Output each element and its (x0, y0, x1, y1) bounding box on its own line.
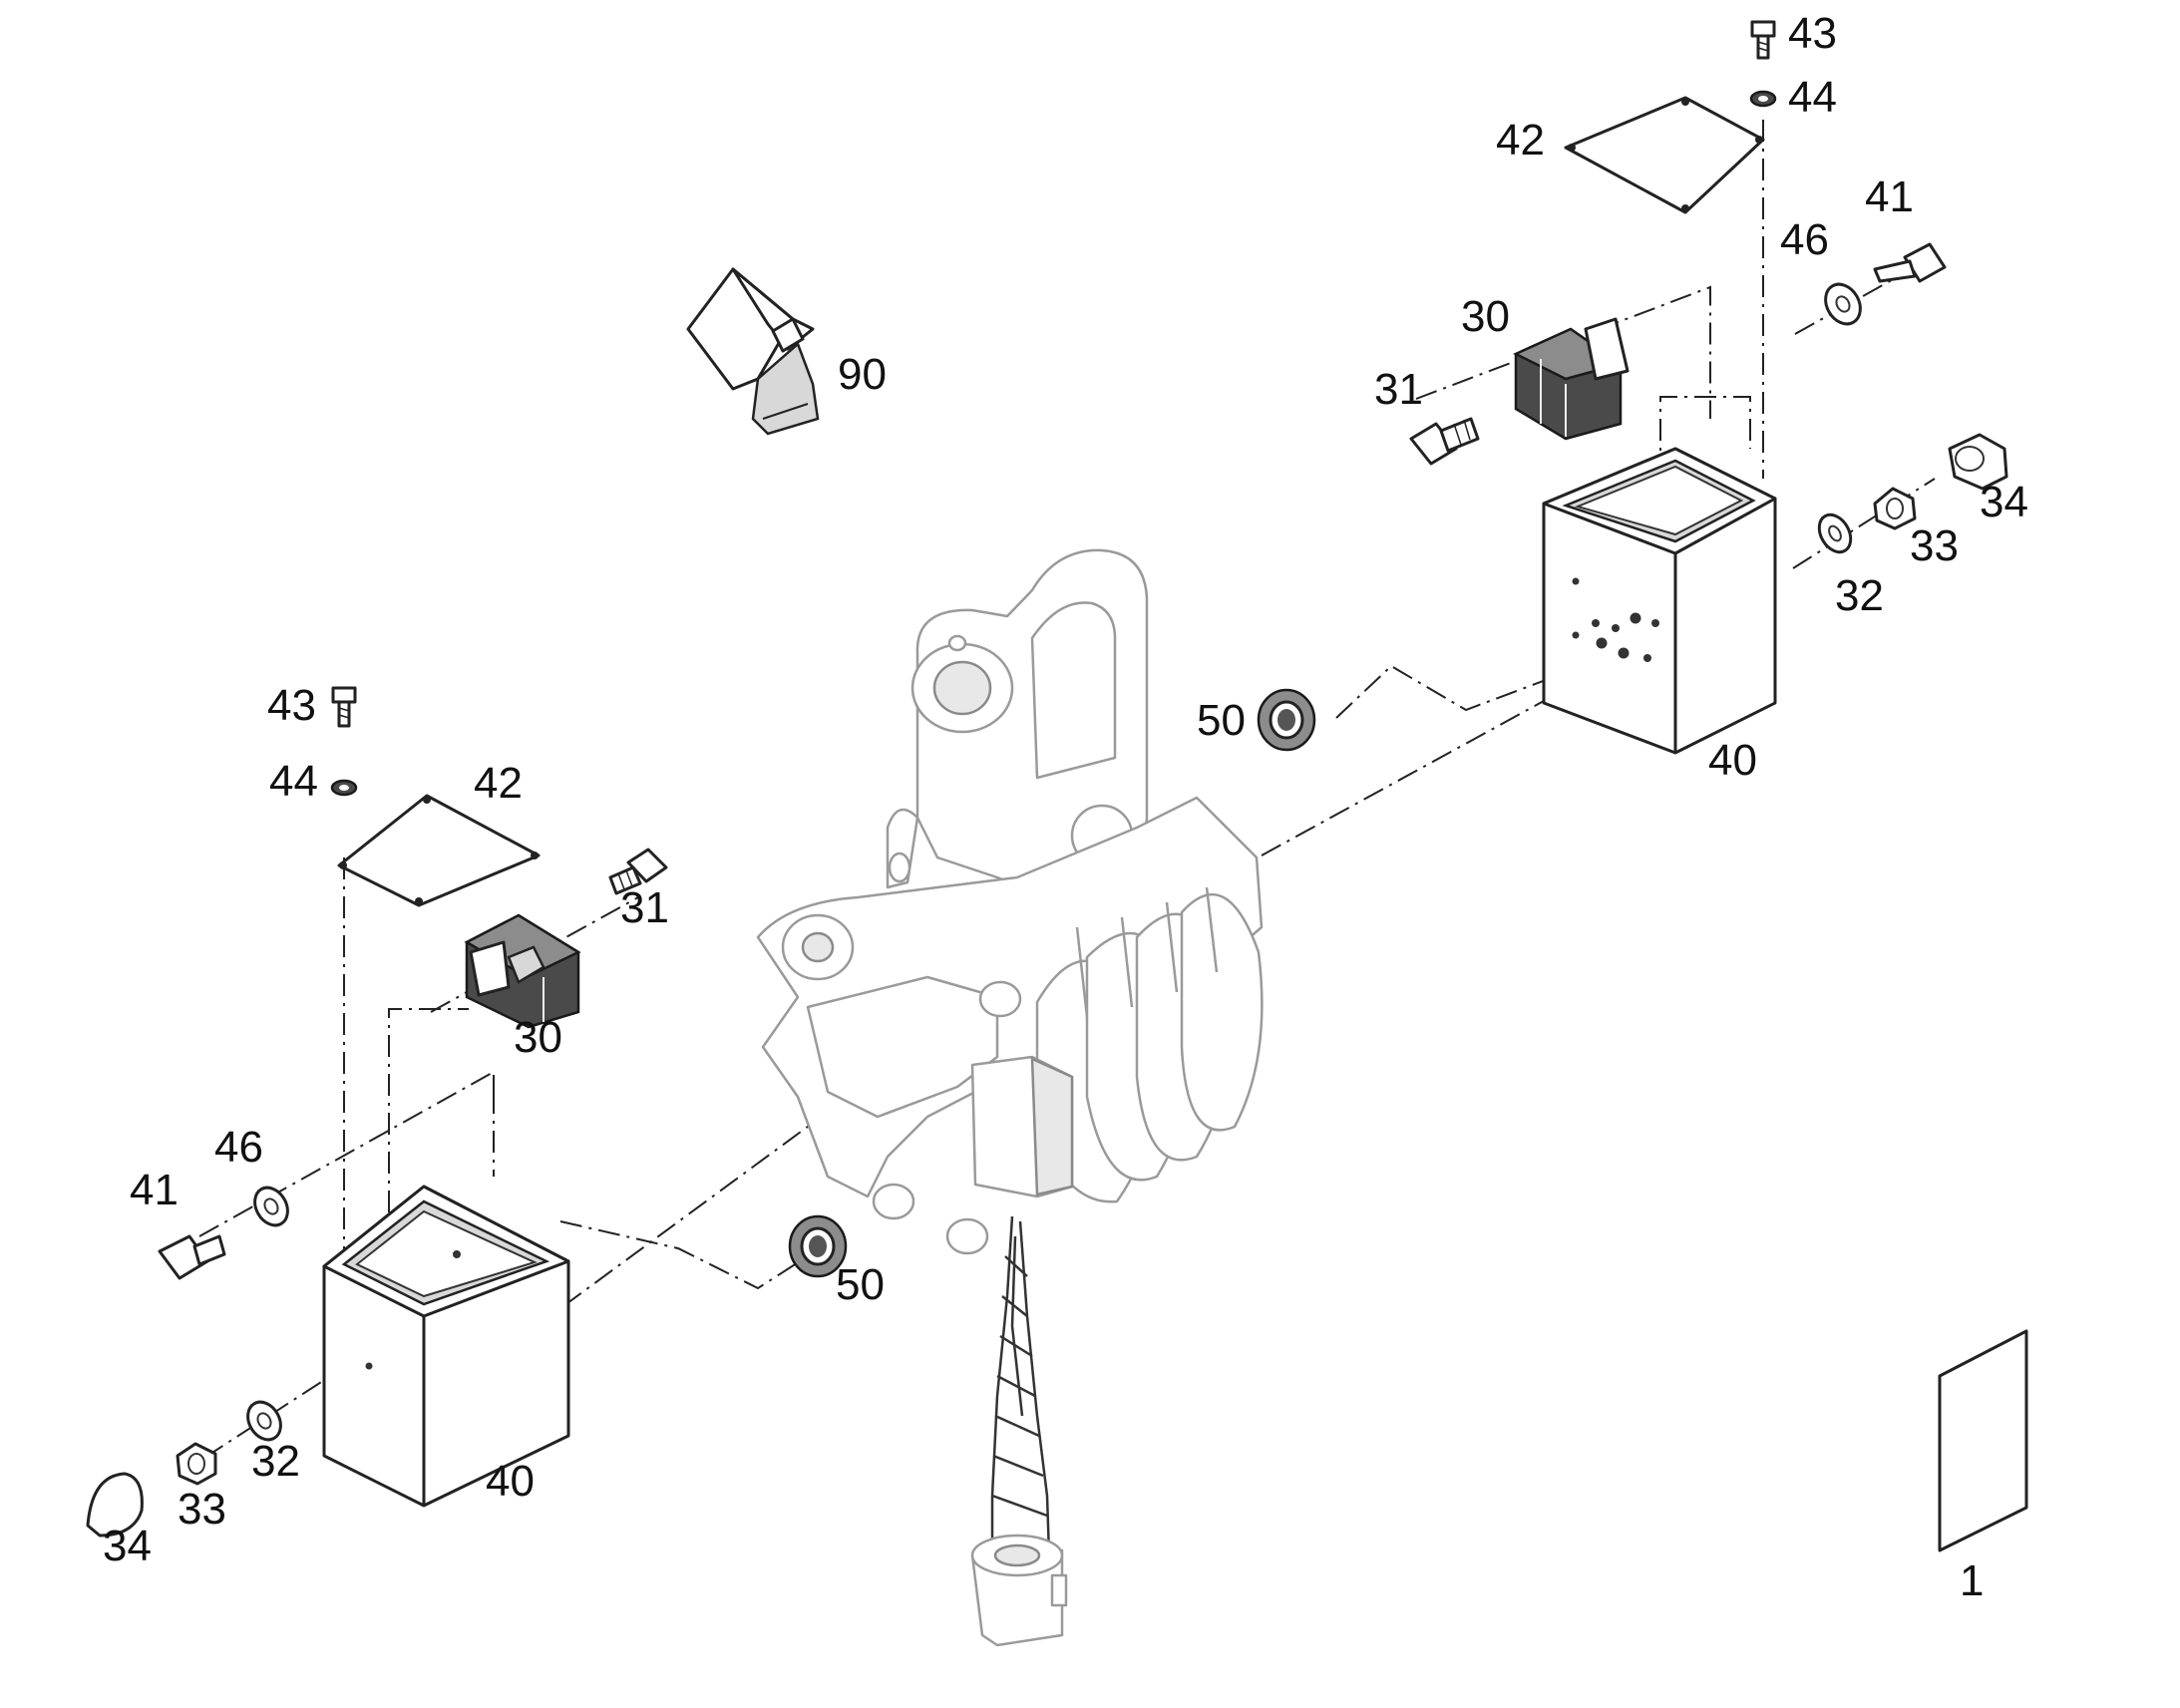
part-43-bolt-right (1750, 20, 1776, 60)
part-40-housing-right (1542, 447, 1777, 755)
callout-50-right: 50 (1197, 696, 1246, 745)
part-42-cover-plate-left (337, 794, 541, 907)
callout-33-left: 33 (178, 1485, 226, 1534)
part-34-cap-nut-left (86, 1472, 144, 1537)
callout-90: 90 (838, 350, 887, 399)
callout-41-left: 41 (130, 1166, 179, 1214)
part-40-housing-left (322, 1185, 570, 1508)
callout-33-right: 33 (1910, 521, 1959, 570)
part-90-cover (686, 267, 820, 436)
part-50-grommet-left (788, 1214, 848, 1278)
callout-43-right: 43 (1788, 9, 1837, 58)
callout-34-right: 34 (1980, 478, 2028, 526)
callout-labels: 43 44 42 41 46 30 31 34 33 32 40 50 90 4… (103, 9, 2028, 1605)
part-34-cap-nut-right (1948, 433, 2008, 491)
part-1-document-sheet (1938, 1329, 2028, 1552)
part-32-washer-right (1817, 512, 1853, 554)
callout-30-left: 30 (514, 1013, 562, 1062)
callout-46-left: 46 (214, 1123, 263, 1172)
part-50-grommet-right (1257, 688, 1316, 752)
part-46-washer-right (1824, 282, 1862, 326)
part-41-bolt-right (1873, 242, 1947, 283)
part-33-nut-left (176, 1442, 217, 1486)
part-44-washer-right (1749, 90, 1777, 108)
part-41-bolt-left (158, 1234, 226, 1280)
chain-and-hook (970, 1215, 1068, 1647)
part-33-nut-right (1873, 487, 1917, 530)
callout-31-left: 31 (620, 883, 669, 932)
callout-42-left: 42 (474, 759, 523, 808)
callout-30-right: 30 (1461, 292, 1510, 341)
callout-50-left: 50 (836, 1260, 885, 1309)
callout-32-right: 32 (1835, 571, 1884, 620)
callout-40-left: 40 (486, 1457, 535, 1506)
callout-42-right: 42 (1496, 116, 1545, 165)
callout-44-left: 44 (269, 757, 318, 806)
part-44-washer-left (330, 779, 358, 797)
part-30-terminal-block-right (1513, 317, 1630, 441)
part-46-washer-left (253, 1186, 289, 1227)
callout-32-left: 32 (251, 1437, 300, 1486)
callout-41-right: 41 (1865, 172, 1914, 221)
hoist-body (756, 548, 1264, 1255)
part-43-bolt-left (331, 686, 357, 728)
callout-40-right: 40 (1708, 736, 1757, 785)
callout-46-right: 46 (1780, 215, 1829, 264)
callout-43-left: 43 (267, 681, 316, 730)
callout-31-right: 31 (1374, 365, 1423, 414)
callout-1: 1 (1960, 1556, 1984, 1605)
callout-34-left: 34 (103, 1522, 152, 1570)
part-42-cover-plate-right (1564, 96, 1765, 214)
part-31-bolt-right (1409, 417, 1480, 466)
part-30-terminal-block-left (464, 913, 581, 1029)
part-31-bolt-left (608, 848, 668, 895)
part-32-washer-left (246, 1400, 282, 1442)
callout-44-right: 44 (1788, 73, 1837, 122)
